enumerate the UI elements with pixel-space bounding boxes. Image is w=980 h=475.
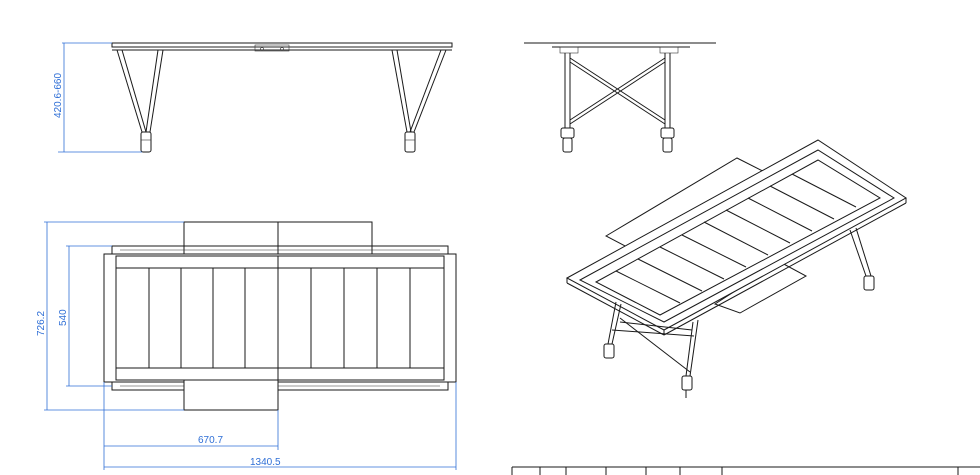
half-length-label: 670.7 (198, 435, 223, 446)
depth-table-label: 540 (58, 309, 69, 326)
plan-view (103, 221, 457, 411)
front-elevation-view (111, 42, 453, 153)
plan-dimensions: 726.2 540 670.7 1340.5 (36, 221, 457, 470)
side-elevation-view (524, 42, 716, 153)
height-dimension: 420.6-660 (53, 42, 142, 153)
full-length-label: 1340.5 (250, 457, 281, 468)
isometric-view (565, 139, 907, 398)
height-range-label: 420.6-660 (53, 73, 64, 118)
title-block (511, 466, 980, 475)
depth-extended-label: 726.2 (36, 311, 47, 336)
